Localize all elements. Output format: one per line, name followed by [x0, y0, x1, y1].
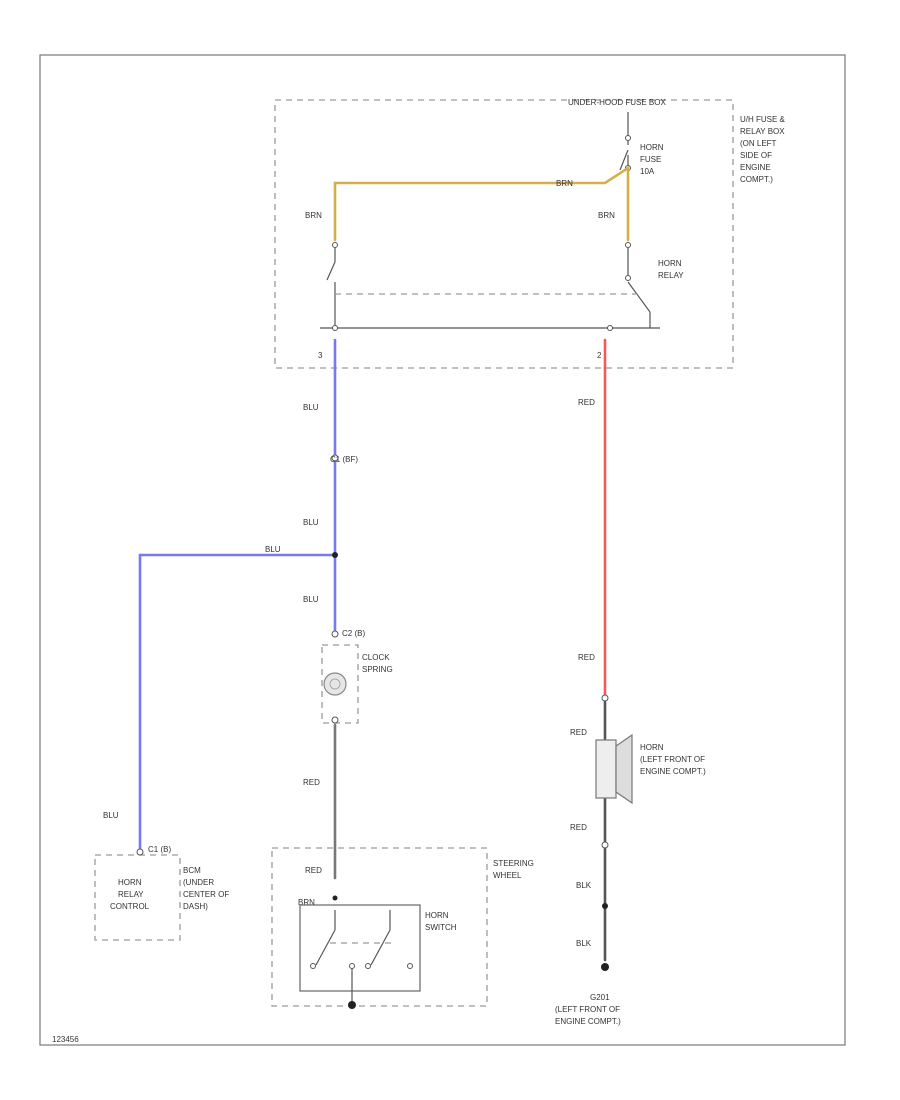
svg-text:(UNDER: (UNDER: [183, 878, 214, 887]
clock-spring-label: CLOCK SPRING: [362, 653, 393, 674]
bcm-box-label: HORN RELAY CONTROL: [110, 878, 150, 911]
horn-switch-pin-a: [310, 963, 316, 969]
blk-label-2: BLK: [576, 939, 592, 948]
svg-text:SPRING: SPRING: [362, 665, 393, 674]
pin-right-number: 2: [597, 351, 602, 360]
svg-text:10A: 10A: [640, 167, 655, 176]
connector-c3-label: C1 (B): [148, 845, 171, 854]
svg-text:FUSE: FUSE: [640, 155, 661, 164]
brn-wire-label-top: BRN: [556, 179, 573, 188]
relay-coil: [326, 248, 336, 325]
gry-wire-label: RED: [303, 778, 320, 787]
blu-label-3: BLU: [303, 595, 319, 604]
horn-pin-bottom: [601, 841, 609, 849]
connector-c2-label: C2 (B): [342, 629, 365, 638]
footer-code: 123456: [52, 1035, 79, 1044]
blu-label-branch: BLU: [265, 545, 281, 554]
svg-text:SIDE OF: SIDE OF: [740, 151, 772, 160]
steering-pin-mid-label: BRN: [298, 898, 315, 907]
svg-text:HORN: HORN: [640, 743, 664, 752]
svg-text:RELAY: RELAY: [658, 271, 684, 280]
red-label-1: RED: [578, 398, 595, 407]
blk-label-1: BLK: [576, 881, 592, 890]
svg-text:CLOCK: CLOCK: [362, 653, 390, 662]
clock-spring-lower-pin: [331, 716, 339, 724]
fuse-box-description: U/H FUSE & RELAY BOX (ON LEFT SIDE OF EN…: [740, 115, 786, 184]
horn-switch-frame: [299, 904, 421, 992]
blu-splice: [332, 552, 338, 558]
horn-switch-pin-b: [349, 963, 355, 969]
fuse-top-pin: [625, 135, 631, 141]
bcm-outline: [94, 854, 181, 941]
svg-text:ENGINE COMPT.): ENGINE COMPT.): [640, 767, 706, 776]
svg-text:(ON LEFT: (ON LEFT: [740, 139, 777, 148]
horn-label: HORN (LEFT FRONT OF ENGINE COMPT.): [640, 743, 706, 776]
connector-c1-pin: [331, 454, 339, 462]
svg-text:ENGINE: ENGINE: [740, 163, 771, 172]
steering-pin-top: [332, 895, 338, 901]
bcm-pin: [136, 848, 144, 856]
svg-text:HORN: HORN: [640, 143, 664, 152]
relay-contact-pin: [625, 242, 631, 248]
clock-spring-icon: [323, 672, 347, 696]
svg-text:HORN: HORN: [658, 259, 682, 268]
horn-switch-pin-d: [407, 963, 413, 969]
svg-text:RELAY BOX: RELAY BOX: [740, 127, 785, 136]
pin-left-number: 3: [318, 351, 323, 360]
svg-text:WHEEL: WHEEL: [493, 871, 522, 880]
horn-body-icon: [595, 739, 617, 799]
relay-coil-pin: [332, 242, 338, 248]
relay-label: HORN RELAY: [658, 259, 684, 280]
clock-spring-coil-icon: [329, 678, 341, 690]
bcm-description: BCM (UNDER CENTER OF DASH): [183, 866, 229, 911]
clock-spring-outline: [321, 644, 359, 724]
fuse-label: HORN FUSE 10A: [640, 143, 664, 176]
diagram-frame: [39, 54, 846, 1046]
fuse-box-title: UNDER-HOOD FUSE BOX: [568, 98, 666, 107]
blk-splice: [602, 903, 608, 909]
svg-text:HORN: HORN: [118, 878, 142, 887]
steering-wheel-label: STEERING WHEEL: [493, 859, 534, 880]
ground-description: (LEFT FRONT OF ENGINE COMPT.): [555, 1005, 621, 1026]
svg-text:STEERING: STEERING: [493, 859, 534, 868]
svg-text:CONTROL: CONTROL: [110, 902, 150, 911]
red-label-2: RED: [578, 653, 595, 662]
blu-label-bottom: BLU: [103, 811, 119, 820]
svg-text:SWITCH: SWITCH: [425, 923, 457, 932]
horn-switch-pin-c: [365, 963, 371, 969]
horn-bell-icon: [615, 733, 633, 805]
svg-text:U/H FUSE &: U/H FUSE &: [740, 115, 786, 124]
brn-wire-label-left: BRN: [305, 211, 322, 220]
blu-label-2: BLU: [303, 518, 319, 527]
svg-text:CENTER OF: CENTER OF: [183, 890, 229, 899]
svg-text:COMPT.): COMPT.): [740, 175, 773, 184]
relay-pin-left: [332, 325, 338, 331]
relay-pin-right: [607, 325, 613, 331]
ground-g201-icon: [601, 963, 609, 971]
blu-wire-branch: [138, 553, 337, 850]
blu-label-1: BLU: [303, 403, 319, 412]
brn-wire-label-right: BRN: [598, 211, 615, 220]
horn-switch-contacts: [315, 910, 391, 966]
steering-pin-top-label: RED: [305, 866, 322, 875]
connector-c2-pin: [331, 630, 339, 638]
svg-text:HORN: HORN: [425, 911, 449, 920]
horn-switch-label: HORN SWITCH: [425, 911, 457, 932]
ground-id: G201: [590, 993, 610, 1002]
svg-text:(LEFT FRONT OF: (LEFT FRONT OF: [640, 755, 705, 764]
relay-switch-pin: [625, 275, 631, 281]
red-label-3: RED: [570, 728, 587, 737]
relay-switch: [627, 248, 651, 328]
red-label-4: RED: [570, 823, 587, 832]
connector-c1-label: C1 (BF): [330, 455, 358, 464]
svg-text:(LEFT FRONT OF: (LEFT FRONT OF: [555, 1005, 620, 1014]
svg-text:DASH): DASH): [183, 902, 208, 911]
svg-text:BCM: BCM: [183, 866, 201, 875]
svg-text:RELAY: RELAY: [118, 890, 144, 899]
brn-wire: [333, 165, 630, 242]
horn-pin-top: [601, 694, 609, 702]
horn-switch-ground-icon: [348, 1001, 356, 1009]
svg-text:ENGINE COMPT.): ENGINE COMPT.): [555, 1017, 621, 1026]
